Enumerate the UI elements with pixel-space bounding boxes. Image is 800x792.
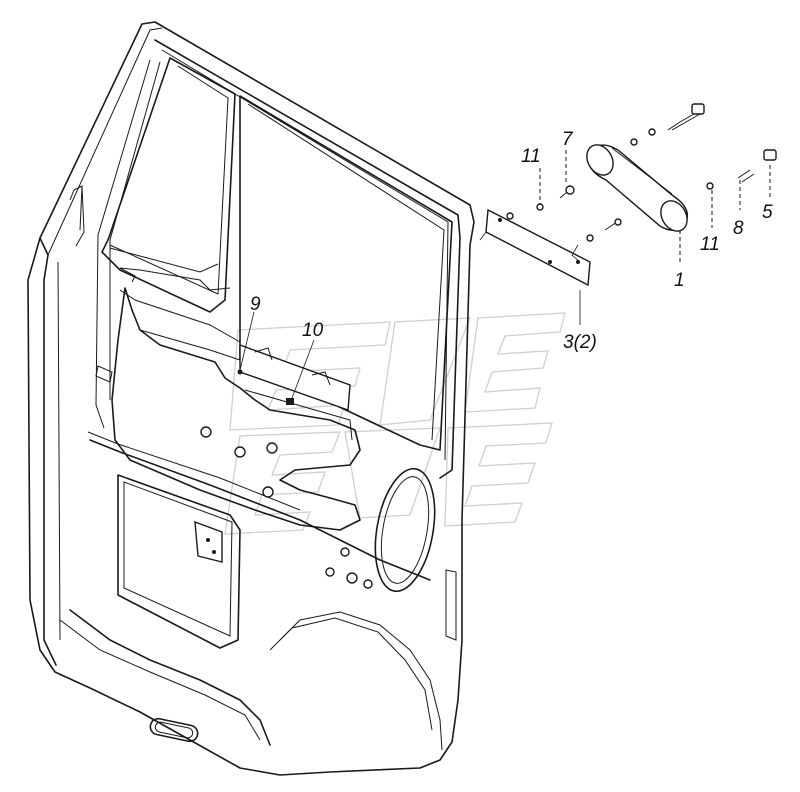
label-part-3-2: 3(2) bbox=[563, 332, 597, 353]
label-part-7: 7 bbox=[562, 129, 574, 150]
leader-9 bbox=[239, 311, 255, 371]
label-part-1: 1 bbox=[674, 270, 685, 291]
leader-10 bbox=[291, 339, 315, 399]
grab-handle-assembly bbox=[479, 103, 777, 325]
label-part-11-lower: 11 bbox=[700, 234, 720, 255]
label-part-10: 10 bbox=[302, 320, 324, 341]
door-panel bbox=[27, 21, 475, 776]
watermark-logo bbox=[224, 312, 566, 535]
label-part-11-upper: 11 bbox=[521, 146, 541, 167]
label-part-8: 8 bbox=[733, 218, 744, 239]
label-part-5: 5 bbox=[762, 202, 773, 223]
label-part-9: 9 bbox=[250, 294, 261, 315]
